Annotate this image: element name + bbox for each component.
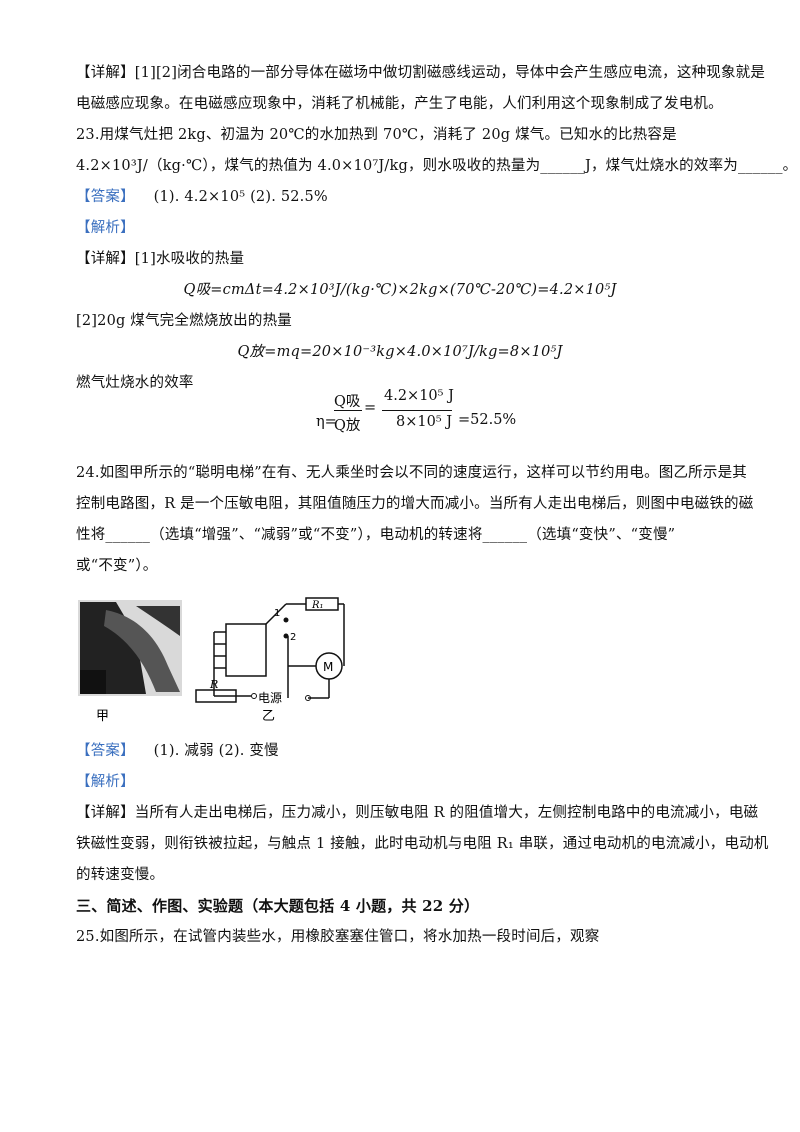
- detail-23b: [2]20g 煤气完全燃烧放出的热量: [76, 313, 292, 329]
- question-24-line2: 控制电路图，R 是一个压敏电阻，其阻值随压力的增大而减小。当所有人走出电梯后，则…: [76, 496, 754, 512]
- elevator-figure: 甲: [76, 596, 346, 726]
- text-line: 【详解】[1][2]闭合电路的一部分导体在磁场中做切割磁感线运动，导体中会产生感…: [76, 65, 766, 81]
- label-yi: 乙: [262, 709, 275, 724]
- elevator-photo: [78, 600, 182, 696]
- answer-24: 【答案】 (1). 减弱 (2). 变慢: [76, 740, 736, 762]
- result: =52.5%: [458, 412, 517, 428]
- question-25: 25.如图所示，在试管内装些水，用橡胶塞塞住管口，将水加热一段时间后，观察: [76, 929, 600, 945]
- answer-tag: 【答案】: [76, 189, 135, 205]
- numerator: 4.2×10⁵ J: [384, 388, 454, 404]
- contact-1: [283, 617, 289, 623]
- q-absorb-symbol: Q吸: [334, 394, 361, 410]
- circuit-diagram: 甲: [78, 597, 345, 724]
- answer-tag: 【答案】: [76, 743, 135, 759]
- fraction-bar: [382, 410, 452, 411]
- eta-symbol: η=: [316, 414, 337, 430]
- label-jia: 甲: [96, 709, 109, 724]
- fraction-bar: [334, 410, 362, 411]
- label-contact-2: 2: [290, 632, 296, 643]
- question-23-line2: 4.2×10³J/（kg·℃），煤气的热值为 4.0×10⁷J/kg，则水吸收的…: [76, 158, 798, 174]
- detail-24a: 【详解】当所有人走出电梯后，压力减小，则压敏电阻 R 的阻值增大，左侧控制电路中…: [76, 805, 759, 821]
- equals-sign: =: [364, 400, 377, 416]
- question-23-line1: 23.用煤气灶把 2kg、初温为 20℃的水加热到 70℃，消耗了 20g 煤气…: [76, 127, 677, 143]
- q-release-symbol: Q放: [334, 418, 361, 434]
- label-power: 电源: [258, 691, 282, 705]
- analysis-tag: 【解析】: [76, 220, 135, 236]
- answer-23: 【答案】 (1). 4.2×10⁵ (2). 52.5%: [76, 186, 736, 208]
- detail-23c: 燃气灶烧水的效率: [76, 375, 194, 391]
- label-r: R: [209, 678, 218, 691]
- text-line: 电磁感应现象。在电磁感应现象中，消耗了机械能，产生了电能，人们利用这个现象制成了…: [76, 96, 723, 112]
- question-24-line1: 24.如图甲所示的“聪明电梯”在有、无人乘坐时会以不同的速度运行，这样可以节约用…: [76, 465, 747, 481]
- formula-q-absorb: Q吸=cmΔt=4.2×10³J/(kg·℃)×2kg×(70℃-20℃)=4.…: [183, 282, 617, 298]
- question-24-line4: 或“不变”）。: [76, 558, 158, 574]
- label-contact-1: 1: [274, 608, 280, 619]
- question-24-line3: 性将______（选填“增强”、“减弱”或“不变”），电动机的转速将______…: [76, 527, 676, 543]
- terminal: [305, 695, 311, 701]
- efficiency-formula: η= Q吸 Q放 = 4.2×10⁵ J 8×10⁵ J =52.5%: [316, 388, 516, 436]
- formula-q-release: Q放=mq=20×10⁻³kg×4.0×10⁷J/kg=8×10⁵J: [237, 344, 563, 360]
- terminal: [251, 693, 257, 699]
- contact-2: [283, 633, 289, 639]
- section-heading: 三、简述、作图、实验题（本大题包括 4 小题，共 22 分）: [76, 897, 480, 915]
- label-motor: M: [323, 660, 333, 674]
- detail-23a: 【详解】[1]水吸收的热量: [76, 251, 245, 267]
- circuit-wires: [195, 597, 345, 703]
- analysis-tag: 【解析】: [76, 774, 135, 790]
- answer-text: (1). 4.2×10⁵ (2). 52.5%: [153, 189, 328, 205]
- answer-text: (1). 减弱 (2). 变慢: [153, 743, 279, 759]
- detail-24c: 的转速变慢。: [76, 867, 165, 883]
- detail-24b: 铁磁性变弱，则衔铁被拉起，与触点 1 接触，此时电动机与电阻 R₁ 串联，通过电…: [76, 836, 769, 852]
- denominator: 8×10⁵ J: [396, 414, 453, 430]
- label-r1: R₁: [311, 600, 324, 611]
